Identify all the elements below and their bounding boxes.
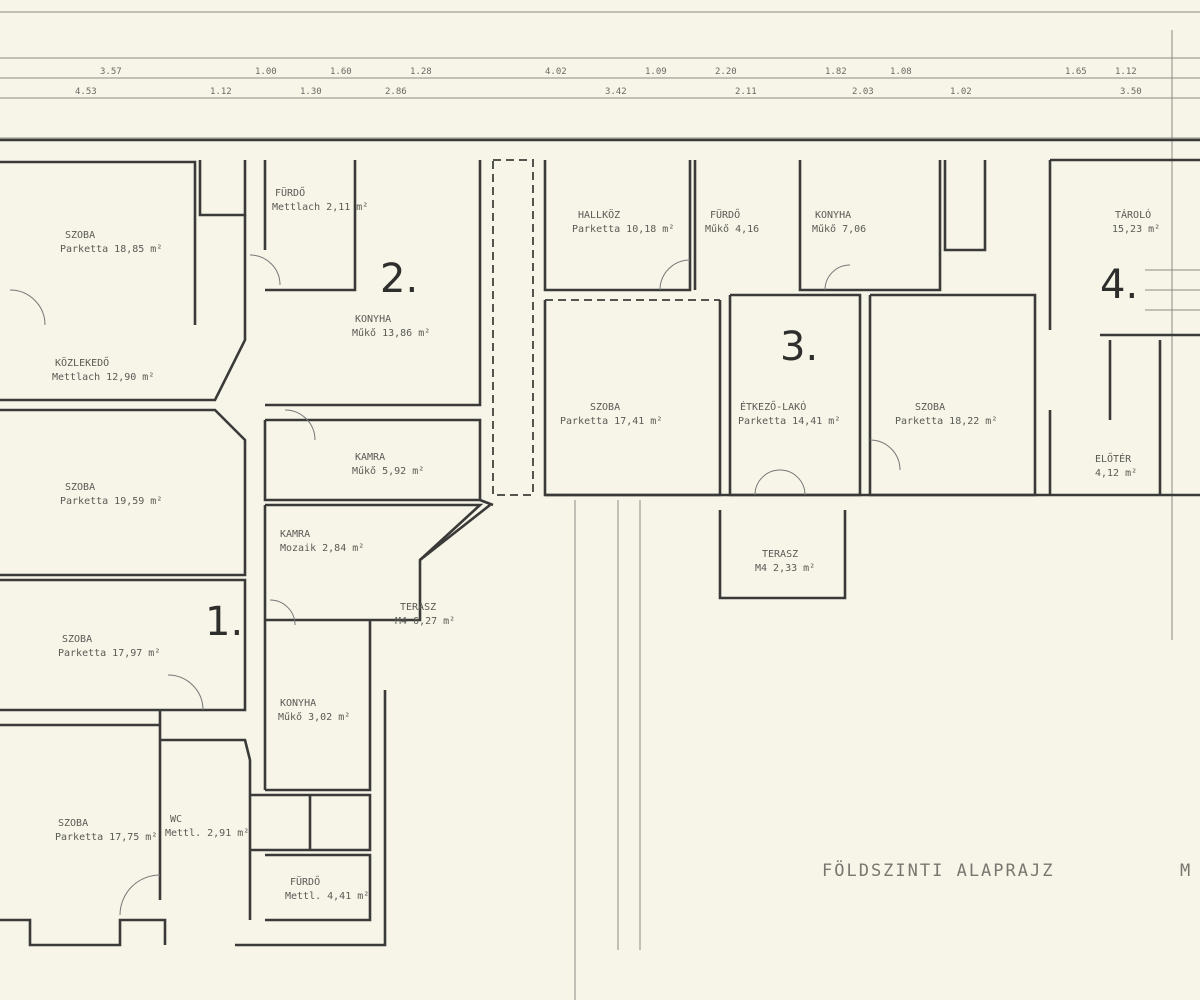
- label-text: Mettl. 2,91 m²: [165, 828, 249, 839]
- label-text: 15,23 m²: [1112, 224, 1160, 235]
- label-text: 2.11: [735, 87, 757, 97]
- door-swings: [9, 254, 901, 916]
- label-text: KONYHA: [280, 698, 316, 709]
- label-text: 2.86: [385, 87, 407, 97]
- label-text: 4,12 m²: [1095, 468, 1137, 479]
- room-label: FÜRDŐ Műkő 4,16: [705, 207, 759, 235]
- label-text: KAMRA: [280, 529, 310, 540]
- room-label: TERASZ M4 2,33 m²: [755, 549, 815, 574]
- label-text: HALLKÖZ: [578, 208, 620, 221]
- label-text: 3.42: [605, 87, 627, 97]
- label-text: TERASZ: [400, 602, 436, 613]
- label-text: KONYHA: [815, 210, 851, 221]
- label-text: 1.28: [410, 67, 432, 77]
- label-text: KÖZLEKEDŐ: [55, 355, 109, 369]
- label-text: Parketta 10,18 m²: [572, 224, 674, 235]
- label-text: Parketta 17,41 m²: [560, 416, 662, 427]
- label-text: M4 6,27 m²: [395, 616, 455, 627]
- label-text: SZOBA: [65, 230, 95, 241]
- room-label: KAMRA Mozaik 2,84 m²: [280, 529, 364, 554]
- label-text: 1.12: [210, 87, 232, 97]
- label-text: Mettlach 2,11 m²: [272, 202, 368, 213]
- dimension-top-row: 3.57 1.00 1.60 1.28 4.02 1.09 2.20 1.82 …: [100, 67, 1137, 77]
- room-label: WC Mettl. 2,91 m²: [165, 814, 249, 839]
- label-text: Műkő 13,86 m²: [352, 327, 430, 339]
- dimension-lines: [0, 11, 1200, 1000]
- label-text: SZOBA: [58, 818, 88, 829]
- room-label: HALLKÖZ Parketta 10,18 m²: [572, 208, 674, 235]
- room-label: SZOBA Parketta 19,59 m²: [60, 482, 162, 507]
- label-text: 4.53: [75, 87, 97, 97]
- label-text: TÁROLÓ: [1115, 208, 1151, 221]
- dimension-bottom-row: 4.53 1.12 1.30 2.86 3.42 2.11 2.03 1.02 …: [75, 87, 1142, 97]
- room-label: KONYHA Műkő 3,02 m²: [278, 698, 350, 723]
- label-text: Mettlach 12,90 m²: [52, 372, 154, 383]
- label-text: SZOBA: [915, 402, 945, 413]
- label-text: FÜRDŐ: [710, 207, 740, 221]
- drawing-title: FÖLDSZINTI ALAPRAJZ: [822, 859, 1054, 881]
- label-text: Parketta 18,85 m²: [60, 244, 162, 255]
- label-text: 1.09: [645, 67, 667, 77]
- label-text: 2.03: [852, 87, 874, 97]
- label-text: 1.30: [300, 87, 322, 97]
- room-label: TÁROLÓ 15,23 m²: [1112, 208, 1160, 235]
- room-label: FÜRDŐ Mettlach 2,11 m²: [272, 185, 368, 213]
- label-text: M4 2,33 m²: [755, 563, 815, 574]
- label-text: TERASZ: [762, 549, 798, 560]
- label-text: Mozaik 2,84 m²: [280, 543, 364, 554]
- label-text: SZOBA: [65, 482, 95, 493]
- room-labels: SZOBA Parketta 18,85 m² FÜRDŐ Mettlach 2,1…: [52, 185, 1160, 902]
- unit-number-3: 3.: [780, 324, 818, 370]
- room-label: SZOBA Parketta 17,41 m²: [560, 402, 662, 427]
- room-label: SZOBA Parketta 18,85 m²: [60, 230, 162, 255]
- unit-number-4: 4.: [1100, 262, 1138, 308]
- label-text: FÜRDŐ: [290, 874, 320, 888]
- room-label: ELŐTÉR 4,12 m²: [1095, 451, 1137, 479]
- label-text: 1.60: [330, 67, 352, 77]
- label-text: 3.57: [100, 67, 122, 77]
- label-text: 1.82: [825, 67, 847, 77]
- label-text: SZOBA: [62, 634, 92, 645]
- label-text: Parketta 19,59 m²: [60, 496, 162, 507]
- label-text: Parketta 14,41 m²: [738, 416, 840, 427]
- room-label: SZOBA Parketta 17,75 m²: [55, 818, 157, 843]
- drawing-scale-prefix: M: [1180, 861, 1192, 881]
- label-text: 1.08: [890, 67, 912, 77]
- label-text: KONYHA: [355, 314, 391, 325]
- room-label: ÉTKEZŐ-LAKÓ Parketta 14,41 m²: [738, 399, 840, 427]
- room-label: SZOBA Parketta 17,97 m²: [58, 634, 160, 659]
- label-text: Műkő 5,92 m²: [352, 465, 424, 477]
- label-text: SZOBA: [590, 402, 620, 413]
- label-text: WC: [170, 814, 182, 825]
- label-text: 3.50: [1120, 87, 1142, 97]
- room-label: KONYHA Műkő 7,06: [812, 210, 866, 235]
- label-text: Mettl. 4,41 m²: [285, 891, 369, 902]
- room-label: KAMRA Műkő 5,92 m²: [352, 452, 424, 477]
- room-label: KONYHA Műkő 13,86 m²: [352, 314, 430, 339]
- label-text: Műkő 7,06: [812, 223, 866, 235]
- label-text: 1.02: [950, 87, 972, 97]
- label-text: 1.00: [255, 67, 277, 77]
- unit-number-2: 2.: [380, 256, 418, 302]
- room-label: FÜRDŐ Mettl. 4,41 m²: [285, 874, 369, 902]
- label-text: 2.20: [715, 67, 737, 77]
- label-text: FÜRDŐ: [275, 185, 305, 199]
- label-text: KAMRA: [355, 452, 385, 463]
- label-text: Parketta 18,22 m²: [895, 416, 997, 427]
- label-text: 1.12: [1115, 67, 1137, 77]
- room-label: TERASZ M4 6,27 m²: [395, 602, 455, 627]
- label-text: Műkő 3,02 m²: [278, 711, 350, 723]
- label-text: ELŐTÉR: [1095, 451, 1132, 465]
- label-text: Műkő 4,16: [705, 223, 759, 235]
- room-label: SZOBA Parketta 18,22 m²: [895, 402, 997, 427]
- label-text: Parketta 17,75 m²: [55, 832, 157, 843]
- walls: [0, 138, 1200, 947]
- unit-number-1: 1.: [205, 599, 243, 645]
- label-text: 1.65: [1065, 67, 1087, 77]
- label-text: ÉTKEZŐ-LAKÓ: [740, 399, 806, 413]
- label-text: Parketta 17,97 m²: [58, 648, 160, 659]
- room-label: KÖZLEKEDŐ Mettlach 12,90 m²: [52, 355, 154, 383]
- label-text: 4.02: [545, 67, 567, 77]
